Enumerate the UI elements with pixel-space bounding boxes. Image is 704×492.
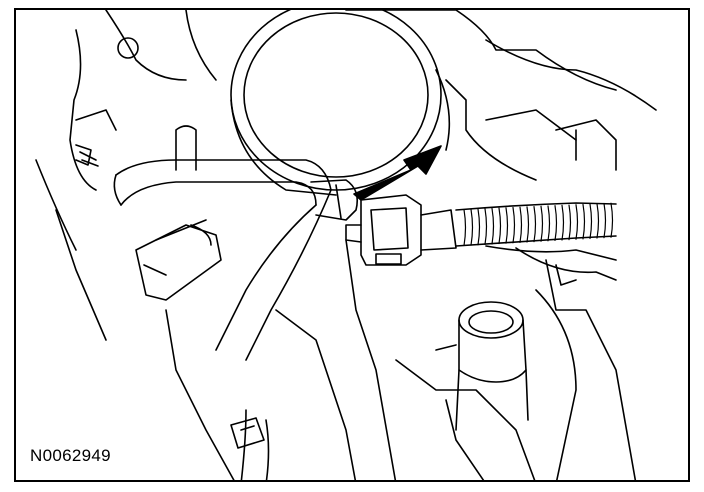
harness-rib [505,207,509,244]
harness-rib [554,205,558,242]
engine-background [35,10,657,480]
harness-rib [519,206,523,243]
harness-rib [540,205,544,242]
diagram-frame: N0062949 [14,8,690,482]
harness-rib [477,208,481,246]
harness-rib [561,204,565,241]
cable-tie [230,417,265,449]
harness-rib [470,208,474,246]
harness-rib [610,202,614,238]
harness-rib [512,206,516,244]
harness-rib [568,204,572,241]
breather-hose [113,125,332,361]
harness-rib [498,207,502,245]
figure-code: N0062949 [28,446,113,466]
harness-rib [596,203,600,239]
harness-rib [484,208,488,245]
harness-rib [589,203,593,240]
electrical-connector [345,194,457,266]
harness-rib [533,205,537,243]
harness-rib [547,205,551,242]
engine-illustration [35,10,657,480]
hose-clamp [135,219,222,301]
filler-neck [435,301,529,431]
harness-rib [582,203,586,240]
harness-rib [463,209,467,247]
harness-rib [526,206,530,243]
arrow-icon [353,145,442,201]
harness-rib [491,207,495,245]
wiring-harness [455,202,617,286]
harness-rib [575,204,579,240]
harness-rib [603,202,607,239]
hose-fitting [310,179,359,221]
